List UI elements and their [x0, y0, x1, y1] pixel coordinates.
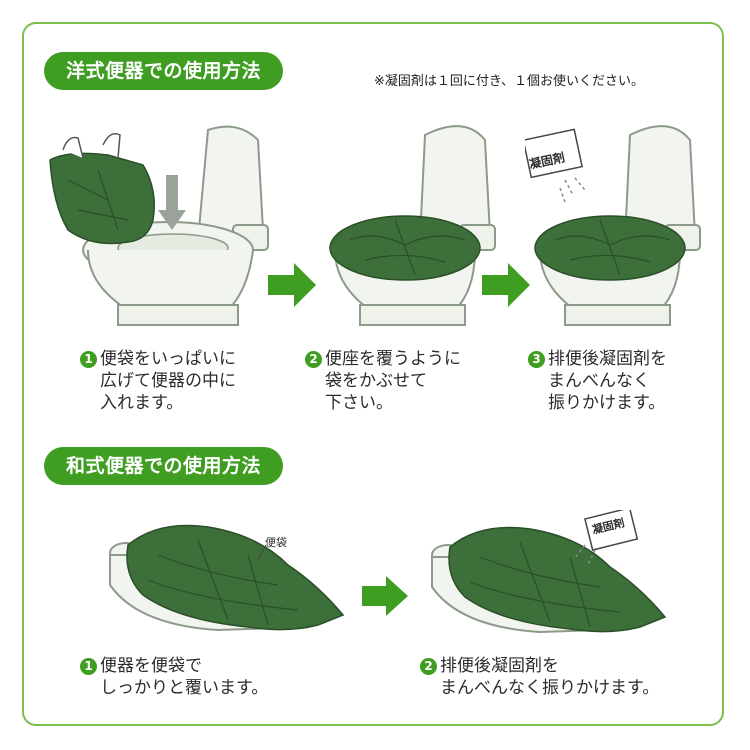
right-arrow-icon [482, 263, 530, 307]
bag-shape [49, 152, 155, 245]
right-arrow-icon [362, 576, 408, 616]
instruction-frame [22, 22, 724, 726]
down-arrow-icon [158, 175, 186, 230]
circled-number-icon: 2 [420, 658, 437, 675]
coagulant-packet-icon [525, 128, 583, 179]
coagulant-packet-icon [584, 510, 639, 551]
bag-label: 便袋 [265, 536, 287, 549]
circled-number-icon: 2 [305, 351, 322, 368]
western-step3-illustration [525, 125, 701, 326]
western-step1-illustration [49, 125, 269, 326]
circled-number-icon: 1 [80, 658, 97, 675]
western-step2-illustration [329, 125, 496, 326]
circled-number-icon: 3 [528, 351, 545, 368]
circled-number-icon: 1 [80, 351, 97, 368]
japanese-heading: 和式便器での使用方法 [44, 447, 284, 485]
western-heading: 洋式便器での使用方法 [44, 52, 284, 90]
japanese-step1-illustration [109, 524, 345, 632]
right-arrow-icon [268, 263, 316, 307]
usage-note: ※凝固剤は１回に付き、１個お使いください。 [374, 74, 644, 89]
japanese-step2-illustration [431, 510, 667, 634]
